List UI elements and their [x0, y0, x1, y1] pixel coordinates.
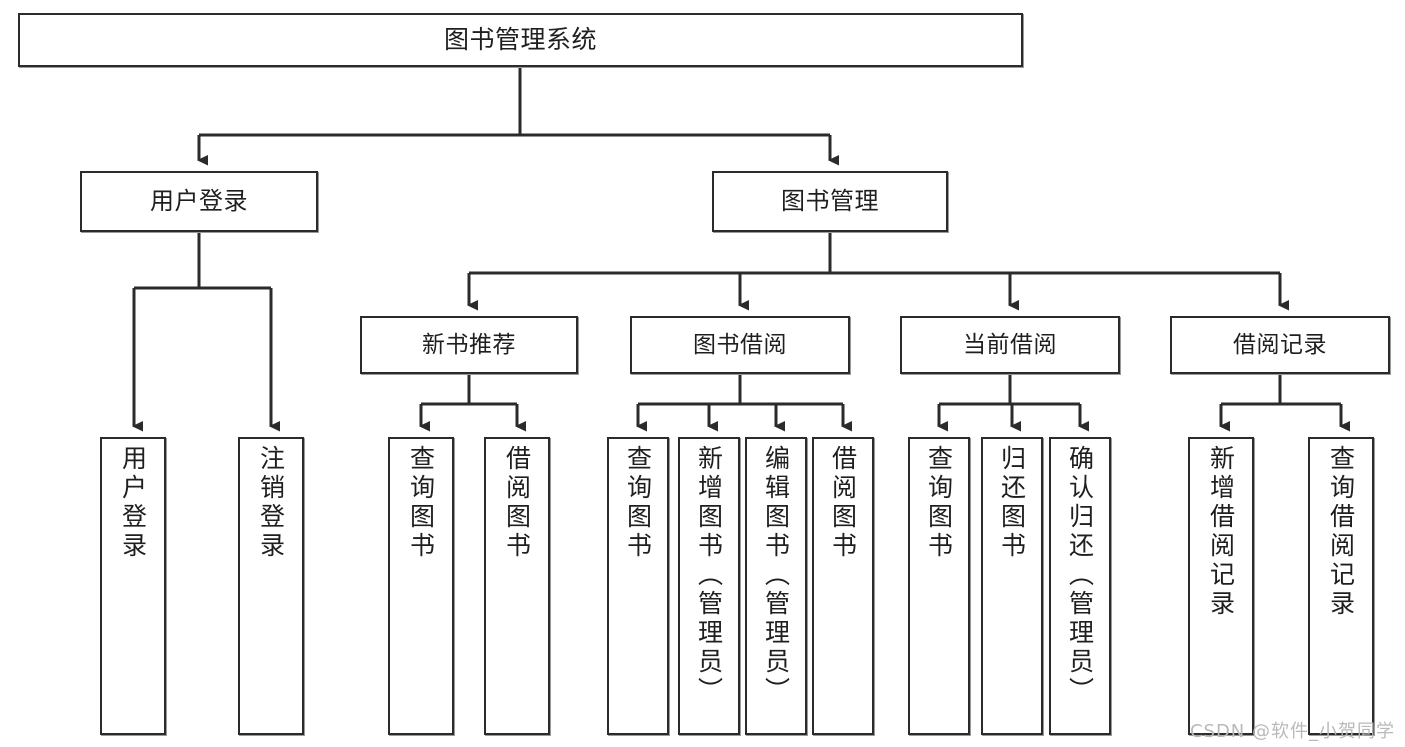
leaf-query-borrow-record[interactable]: 查询借阅记录: [1308, 437, 1374, 735]
leaf-edit-book-admin[interactable]: 编辑图书（管理员）: [745, 437, 807, 735]
leaf-add-book-admin[interactable]: 新增图书（管理员）: [678, 437, 740, 735]
leaf-return-book-label: 归还图书: [997, 445, 1027, 561]
node-book-borrow-label: 图书借阅: [693, 331, 787, 358]
node-current-borrow-label: 当前借阅: [963, 331, 1057, 358]
node-book-borrow[interactable]: 图书借阅: [630, 316, 850, 374]
leaf-borrow-book-recommend-label: 借阅图书: [502, 445, 532, 561]
node-book-management[interactable]: 图书管理: [712, 171, 948, 232]
leaf-edit-book-admin-label: 编辑图书（管理员）: [761, 445, 791, 706]
leaf-query-book-recommend[interactable]: 查询图书: [388, 437, 454, 735]
leaf-query-borrow-record-label: 查询借阅记录: [1326, 445, 1356, 619]
node-root-label: 图书管理系统: [443, 24, 597, 54]
leaf-user-login[interactable]: 用户登录: [100, 437, 166, 735]
leaf-borrow-book[interactable]: 借阅图书: [812, 437, 874, 735]
leaf-add-borrow-record-label: 新增借阅记录: [1206, 445, 1236, 619]
node-current-borrow[interactable]: 当前借阅: [900, 316, 1120, 374]
node-root[interactable]: 图书管理系统: [18, 13, 1023, 67]
leaf-confirm-return-admin-label: 确认归还（管理员）: [1065, 445, 1095, 706]
leaf-user-login-label: 用户登录: [118, 445, 148, 561]
leaf-confirm-return-admin[interactable]: 确认归还（管理员）: [1049, 437, 1111, 735]
leaf-add-book-admin-label: 新增图书（管理员）: [694, 445, 724, 706]
leaf-query-book-current[interactable]: 查询图书: [908, 437, 970, 735]
node-new-book-recommend-label: 新书推荐: [422, 331, 516, 358]
node-borrow-record[interactable]: 借阅记录: [1170, 316, 1390, 374]
node-user-login-label: 用户登录: [150, 186, 248, 215]
leaf-return-book[interactable]: 归还图书: [981, 437, 1043, 735]
csdn-watermark: CSDN @软件_小贺同学: [1189, 721, 1395, 742]
node-borrow-record-label: 借阅记录: [1233, 331, 1327, 358]
leaf-logout[interactable]: 注销登录: [238, 437, 304, 735]
leaf-add-borrow-record[interactable]: 新增借阅记录: [1188, 437, 1254, 735]
leaf-borrow-book-label: 借阅图书: [828, 445, 858, 561]
node-new-book-recommend[interactable]: 新书推荐: [360, 316, 578, 374]
leaf-borrow-book-recommend[interactable]: 借阅图书: [484, 437, 550, 735]
leaf-query-book-borrow[interactable]: 查询图书: [607, 437, 669, 735]
leaf-query-book-borrow-label: 查询图书: [623, 445, 653, 561]
leaf-query-book-current-label: 查询图书: [924, 445, 954, 561]
leaf-logout-label: 注销登录: [256, 445, 286, 561]
node-book-management-label: 图书管理: [781, 186, 879, 215]
node-user-login[interactable]: 用户登录: [80, 171, 318, 232]
leaf-query-book-recommend-label: 查询图书: [406, 445, 436, 561]
